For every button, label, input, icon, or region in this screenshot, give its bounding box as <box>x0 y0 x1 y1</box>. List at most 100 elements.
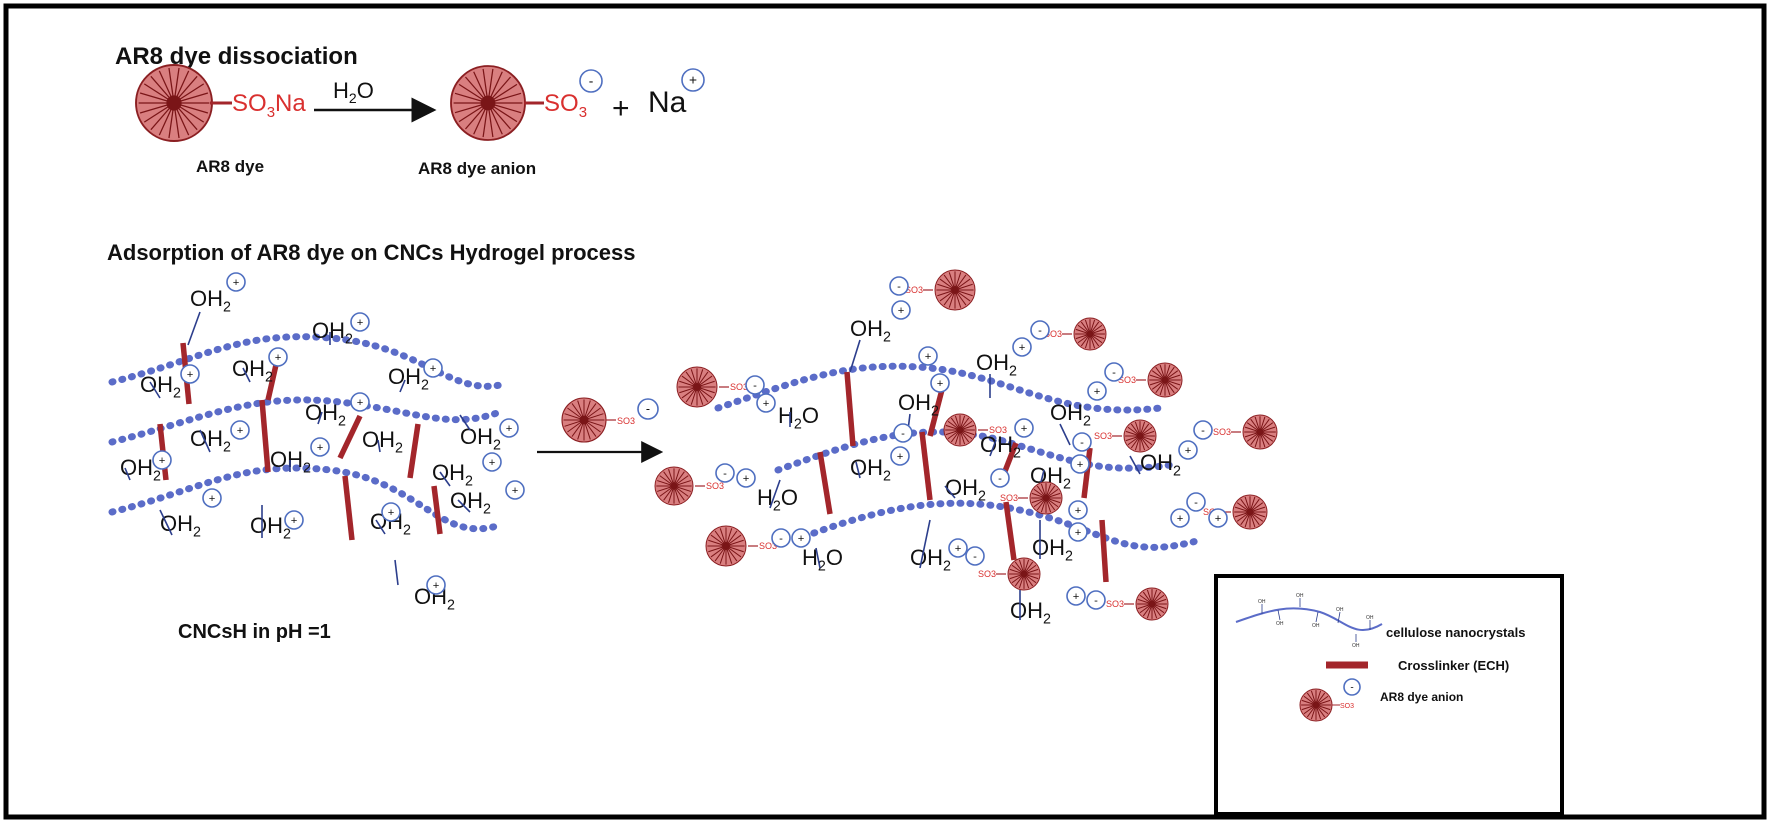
so3-small-label: SO3 <box>905 285 923 295</box>
legend-cnc-tick-label: OH <box>1276 621 1284 627</box>
crosslinker-bond <box>431 485 443 535</box>
cellulose-chain <box>108 464 504 533</box>
dye-reactant-icon <box>135 64 213 142</box>
pendant-bond <box>919 519 931 569</box>
oh2-group-label: OH2 <box>945 475 986 505</box>
pendant-bond <box>377 439 381 453</box>
so3-small-label: SO3 <box>1213 427 1231 437</box>
legend-so3-label: SO3 <box>1340 703 1354 710</box>
minus-charge-icon: - <box>771 528 791 548</box>
h2o-group-label: H2O <box>778 403 819 433</box>
plus-charge-icon: + <box>1012 337 1032 357</box>
plus-charge-icon: + <box>930 373 950 393</box>
crosslinker-bond <box>342 475 355 541</box>
plus-charge-icon: + <box>1087 381 1107 401</box>
plus-charge-icon: + <box>202 488 222 508</box>
legend-cnc-tick-label: OH <box>1336 607 1344 613</box>
dye-sphere-icon <box>1147 362 1183 398</box>
so3-small-label: SO3 <box>1118 375 1136 385</box>
legend-cnc-tick-label: OH <box>1312 623 1320 629</box>
dye-sphere-icon <box>135 64 213 142</box>
oh2-group-label: OH2 <box>898 390 939 420</box>
so3-small-label: SO3 <box>978 569 996 579</box>
minus-charge-icon: - <box>893 423 913 443</box>
left-caption: CNCsH in pH =1 <box>178 621 331 643</box>
dye-sphere-icon <box>705 525 747 567</box>
crosslinker-bond <box>407 423 421 479</box>
plus-charge-icon: + <box>791 528 811 548</box>
plus-charge-icon: + <box>350 312 370 332</box>
svg-text:+: + <box>925 351 932 363</box>
crosslinker-bond <box>919 431 933 501</box>
reactant-group: SO3Na <box>232 90 306 121</box>
plus-charge-icon: + <box>1014 418 1034 438</box>
svg-text:-: - <box>973 551 977 563</box>
plus-charge-icon: + <box>1068 522 1088 542</box>
svg-text:-: - <box>1038 325 1042 337</box>
pendant-bond <box>849 339 861 373</box>
svg-text:+: + <box>430 363 437 375</box>
adsorbed-dye-anion: SO3 <box>1213 414 1278 450</box>
minus-charge-icon: - <box>715 463 735 483</box>
crosslinker-bond <box>259 399 271 473</box>
dye-sphere-icon <box>1007 557 1041 591</box>
pendant-bond <box>199 429 211 453</box>
legend-cnc-tick <box>1277 609 1281 621</box>
plus-charge-icon: + <box>736 468 756 488</box>
plus-charge-icon: + <box>310 437 330 457</box>
plus-charge-icon: + <box>1070 454 1090 474</box>
oh2-group-label: OH2 <box>460 424 501 454</box>
adsorbed-dye-anion: SO3 <box>943 413 1007 447</box>
svg-text:+: + <box>357 397 364 409</box>
oh2-group-label: OH2 <box>910 545 951 575</box>
legend-crosslinker-label: Crosslinker (ECH) <box>1398 658 1509 673</box>
plus-charge-icon: + <box>180 364 200 384</box>
oh2-group-label: OH2 <box>362 427 403 457</box>
pendant-bond <box>399 379 406 393</box>
pendant-bond <box>769 479 781 509</box>
so3-small-label: SO3 <box>989 425 1007 435</box>
legend-cnc-label: cellulose nanocrystals <box>1386 625 1525 640</box>
adsorption-title: Adsorption of AR8 dye on CNCs Hydrogel p… <box>107 240 635 265</box>
adsorbed-dye-anion: SO3 <box>1094 419 1157 453</box>
svg-text:+: + <box>357 317 364 329</box>
minus-charge-icon: - <box>1343 678 1361 696</box>
svg-text:-: - <box>998 473 1002 485</box>
h2o-group-label: H2O <box>757 485 798 515</box>
oh2-group-label: OH2 <box>190 286 231 316</box>
so3-small-label: SO3 <box>617 416 635 426</box>
minus-charge-icon: - <box>637 398 659 420</box>
plus-charge-icon: + <box>426 575 446 595</box>
crosslinker-bond <box>844 371 856 447</box>
dye-sphere-icon <box>1299 688 1333 722</box>
adsorbed-dye-anion: SO3 <box>1044 317 1107 351</box>
svg-text:+: + <box>433 580 440 592</box>
oh2-group-label: OH2 <box>250 513 291 543</box>
minus-charge-icon: - <box>965 546 985 566</box>
cellulose-chain <box>774 428 1174 474</box>
minus-charge-icon: - <box>1030 320 1050 340</box>
plus-charge-icon: + <box>499 418 519 438</box>
cellulose-chain <box>714 362 1164 414</box>
oh2-group-label: OH2 <box>140 372 181 402</box>
pendant-bond <box>457 499 471 513</box>
crosslinker-bond <box>1081 447 1093 499</box>
plus-charge-icon: + <box>381 502 401 522</box>
adsorbed-dye-anion: SO3 <box>705 525 777 567</box>
outer-frame <box>3 3 1767 820</box>
so3-small-label: SO3 <box>1106 599 1124 609</box>
dye-sphere-icon <box>1029 481 1063 515</box>
minus-charge-icon: - <box>1186 492 1206 512</box>
adsorbed-dye-anion: SO3 <box>905 269 976 311</box>
svg-text:-: - <box>1094 595 1098 607</box>
dye-sphere-icon <box>654 466 694 506</box>
svg-text:-: - <box>1201 425 1205 437</box>
plus-charge-icon: + <box>1068 500 1088 520</box>
pendant-bond <box>815 547 821 569</box>
adsorbed-dye-anion: SO3 <box>1000 481 1063 515</box>
plus-charge-icon: + <box>268 347 288 367</box>
svg-text:+: + <box>798 533 805 545</box>
svg-text:-: - <box>1080 437 1084 449</box>
